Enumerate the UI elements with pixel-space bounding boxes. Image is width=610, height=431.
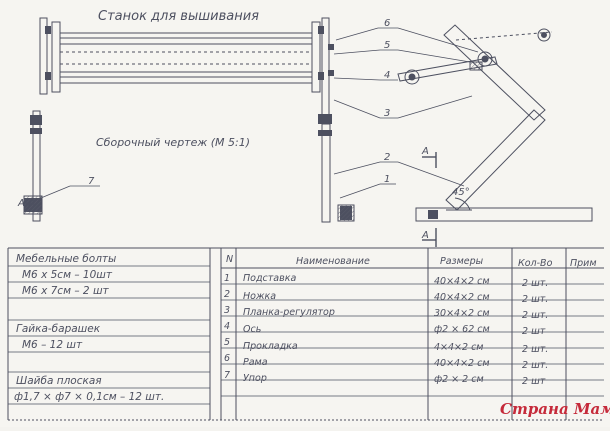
table-row: 2 Ножка 40×4×2 см 2 шт. — [224, 289, 548, 305]
table-row: 4 Ось ф2 × 62 см 2 шт — [224, 321, 546, 337]
row-name: Ножка — [243, 291, 276, 302]
base-stand — [415, 207, 593, 222]
row-size: 40×4×2 см — [434, 292, 490, 303]
adjust-bar — [397, 56, 498, 82]
row-qty: 2 шт — [522, 376, 546, 387]
table-row: 1 Подставка 40×4×2 см 2 шт. — [224, 273, 548, 289]
header-num: N — [226, 254, 233, 265]
row-name: Рама — [243, 357, 268, 368]
header-name: Наименование — [296, 256, 370, 267]
tables-grid — [7, 247, 604, 421]
table-row: 6 Рама 40×4×2 см 2 шт. — [224, 353, 548, 371]
header-qty: Кол-Во — [518, 258, 553, 269]
washer-row-1: ф1,7 × ф7 × 0,1см – 12 шт. — [14, 391, 164, 403]
row-qty: 2 шт — [522, 326, 546, 337]
row-name: Подставка — [243, 273, 296, 284]
row-size: 40×4×2 см — [434, 358, 490, 369]
left-frame-side — [51, 21, 61, 93]
row-qty: 2 шт. — [522, 278, 548, 289]
nuts-row-1: М6 – 12 шт — [22, 339, 83, 351]
row-num: 3 — [224, 305, 230, 316]
nuts-title: Гайка-барашек — [16, 323, 101, 335]
table-row: 3 Планка-регулятор 30×4×2 см 2 шт. — [224, 305, 548, 321]
row-num: 6 — [224, 353, 230, 364]
header-note: Прим — [570, 258, 597, 269]
right-frame-side — [311, 21, 321, 93]
row-num: 1 — [224, 273, 230, 284]
upright-leg — [443, 24, 546, 121]
left-leg-lower — [32, 110, 41, 222]
section-label: А-А — [17, 198, 35, 209]
callout-1: 1 — [384, 174, 390, 185]
parts-rows: 1 Подставка 40×4×2 см 2 шт. 2 Ножка 40×4×2 см… — [224, 273, 548, 387]
row-name: Ось — [243, 324, 261, 335]
front-view — [23, 17, 355, 223]
watermark-text: Страна Мам — [500, 400, 610, 418]
callout-2: 2 — [384, 152, 390, 163]
row-name: Планка-регулятор — [243, 307, 335, 318]
callout-7: 7 — [88, 176, 95, 187]
bolts-row-2: М6 х 7см – 2 шт — [22, 285, 110, 297]
leader-lines — [35, 27, 479, 201]
callout-6: 6 — [384, 18, 390, 29]
left-leg-upper — [39, 17, 48, 95]
header-size: Размеры — [440, 256, 484, 267]
table-row: 5 Прокладка 4×4×2 см 2 шт. — [224, 337, 548, 355]
row-qty: 2 шт. — [522, 344, 548, 355]
row-qty: 2 шт. — [522, 360, 548, 371]
drawing-subtitle: Сборочный чертеж (М 5:1) — [96, 136, 250, 149]
table-row: 7 Упор ф2 × 2 см 2 шт — [224, 370, 546, 387]
drawing-title: Станок для вышивания — [98, 9, 259, 24]
row-num: 2 — [224, 289, 230, 300]
section-mark-upper: А — [421, 146, 429, 157]
row-size: 40×4×2 см — [434, 276, 490, 287]
row-num: 4 — [224, 321, 230, 332]
row-size: ф2 × 62 см — [434, 324, 490, 335]
row-num: 7 — [224, 370, 230, 381]
row-qty: 2 шт. — [522, 294, 548, 305]
row-qty: 2 шт. — [522, 310, 548, 321]
callout-5: 5 — [384, 40, 390, 51]
bolts-title: Мебельные болты — [16, 253, 116, 265]
callout-4: 4 — [384, 70, 390, 81]
section-marks — [422, 152, 437, 247]
row-size: 30×4×2 см — [434, 308, 490, 319]
bolts-row-1: М6 х 5см – 10шт — [22, 269, 113, 281]
row-size: ф2 × 2 см — [434, 374, 484, 385]
row-size: 4×4×2 см — [434, 342, 483, 353]
row-num: 5 — [224, 337, 230, 348]
washer-title: Шайба плоская — [16, 375, 102, 387]
section-mark-lower: А — [421, 230, 429, 241]
side-view — [397, 24, 593, 222]
row-name: Прокладка — [243, 341, 298, 352]
callout-3: 3 — [384, 108, 390, 119]
angle-label: 45° — [452, 187, 470, 198]
row-name: Упор — [243, 373, 267, 384]
